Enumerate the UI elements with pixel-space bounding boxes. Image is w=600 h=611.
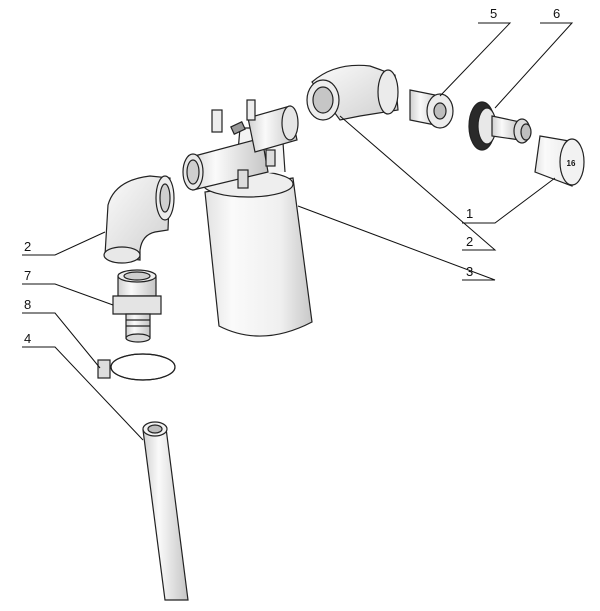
elbow-left bbox=[103, 175, 175, 264]
callout-6: 6 bbox=[553, 6, 560, 21]
callout-1: 1 bbox=[466, 206, 473, 221]
callout-2-left: 2 bbox=[24, 239, 31, 254]
callout-5: 5 bbox=[490, 6, 497, 21]
tube bbox=[142, 421, 189, 601]
cap-marking: 16 bbox=[567, 159, 576, 168]
hose-clamp bbox=[97, 353, 176, 381]
end-cap: 16 bbox=[534, 135, 585, 187]
callout-4: 4 bbox=[24, 331, 31, 346]
threaded-adapter bbox=[112, 269, 162, 343]
callout-labels: 5 6 1 2 3 2 7 8 4 bbox=[24, 6, 560, 346]
filter-housing bbox=[182, 99, 313, 337]
callout-8: 8 bbox=[24, 297, 31, 312]
bushing bbox=[409, 89, 454, 129]
elbow-right bbox=[306, 64, 399, 121]
leader-lines bbox=[22, 22, 574, 441]
quick-connector bbox=[468, 101, 532, 151]
callout-7: 7 bbox=[24, 268, 31, 283]
callout-3: 3 bbox=[466, 264, 473, 279]
callout-2-right: 2 bbox=[466, 234, 473, 249]
